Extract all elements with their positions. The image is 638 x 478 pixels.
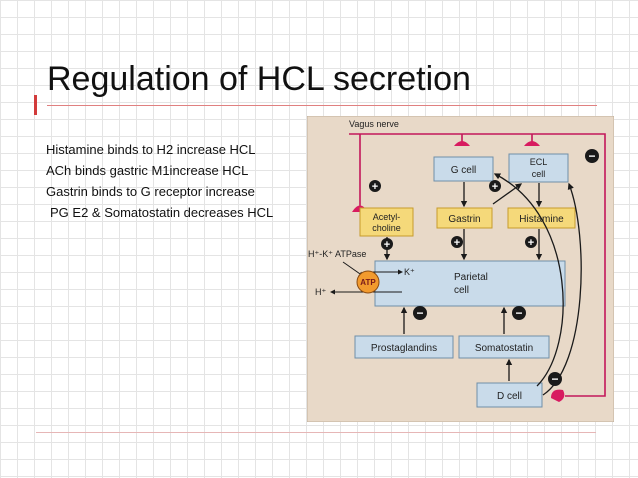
proton-pump-label: H⁺-K⁺ ATPase [308,249,366,259]
svg-text:−: − [588,149,595,163]
atp-pump-icon [356,270,380,294]
svg-text:+: + [384,239,390,251]
gastrin-box [436,207,493,229]
parietal-cell-box [374,260,566,307]
g-cell-box [433,156,494,182]
hcl-regulation-diagram: Vagus nerve G cell ECL cell Acetyl- chol… [307,116,614,422]
prostaglandins-label: Prostaglandins [371,343,437,354]
potassium-ion-label: K⁺ [404,267,415,277]
atp-label: ATP [360,278,376,287]
bullet-acetylcholine: ACh binds gastric M1increase HCL [46,163,249,178]
g-cell-label: G cell [451,165,477,176]
nerve-terminal-icon [524,141,540,146]
plus-sign-icon: + [369,180,381,193]
vagus-nerve-line [349,133,606,397]
title-underline [47,105,597,106]
bullet-gastrin: Gastrin binds to G receptor increase [46,184,255,199]
nerve-terminal-icon [551,389,565,402]
title-accent-mark [34,95,37,115]
acetylcholine-label-line1: Acetyl- [373,212,401,222]
plus-sign-icon: + [451,236,463,249]
footer-rule [36,432,596,433]
acetylcholine-label-line2: choline [372,223,401,233]
svg-text:−: − [515,306,522,320]
minus-sign-icon: − [512,306,526,320]
ecl-cell-box [508,153,569,183]
acetylcholine-box [359,207,414,237]
somatostatin-box [458,335,550,359]
svg-text:−: − [551,372,558,386]
gastrin-label: Gastrin [448,214,480,225]
hydrogen-ion-label: H⁺ [315,287,326,297]
bullet-prostaglandin: PG E2 & Somatostatin decreases HCL [50,205,274,220]
svg-text:+: + [454,237,460,249]
plus-sign-icon: + [381,238,393,251]
minus-sign-icon: − [585,149,599,163]
gastrin-to-ecl-arrow [492,183,523,205]
bullet-list: Histamine binds to H2 increase HCL ACh b… [46,139,308,223]
parietal-cell-label-line2: cell [454,285,469,296]
ecl-cell-label-line1: ECL [530,157,548,167]
minus-sign-icon: − [548,372,562,386]
svg-text:+: + [372,181,378,193]
d-cell-to-g-cell-arrow [493,173,564,387]
vagus-nerve-label: Vagus nerve [349,119,399,129]
ecl-cell-label-line2: cell [532,169,546,179]
minus-sign-icon: − [413,306,427,320]
plus-sign-icon: + [525,236,537,249]
bullet-histamine: Histamine binds to H2 increase HCL [46,142,256,157]
svg-text:+: + [528,237,534,249]
d-cell-label: D cell [497,391,522,402]
svg-text:−: − [416,306,423,320]
d-cell-box [476,382,543,408]
slide-title: Regulation of HCL secretion [47,60,471,98]
prostaglandins-box [354,335,454,359]
svg-text:+: + [492,181,498,193]
parietal-cell-label-line1: Parietal [454,272,488,283]
atpase-pointer-arrow [342,261,364,277]
nerve-terminal-icon [454,141,470,146]
somatostatin-label: Somatostatin [475,343,533,354]
plus-sign-icon: + [489,180,501,193]
